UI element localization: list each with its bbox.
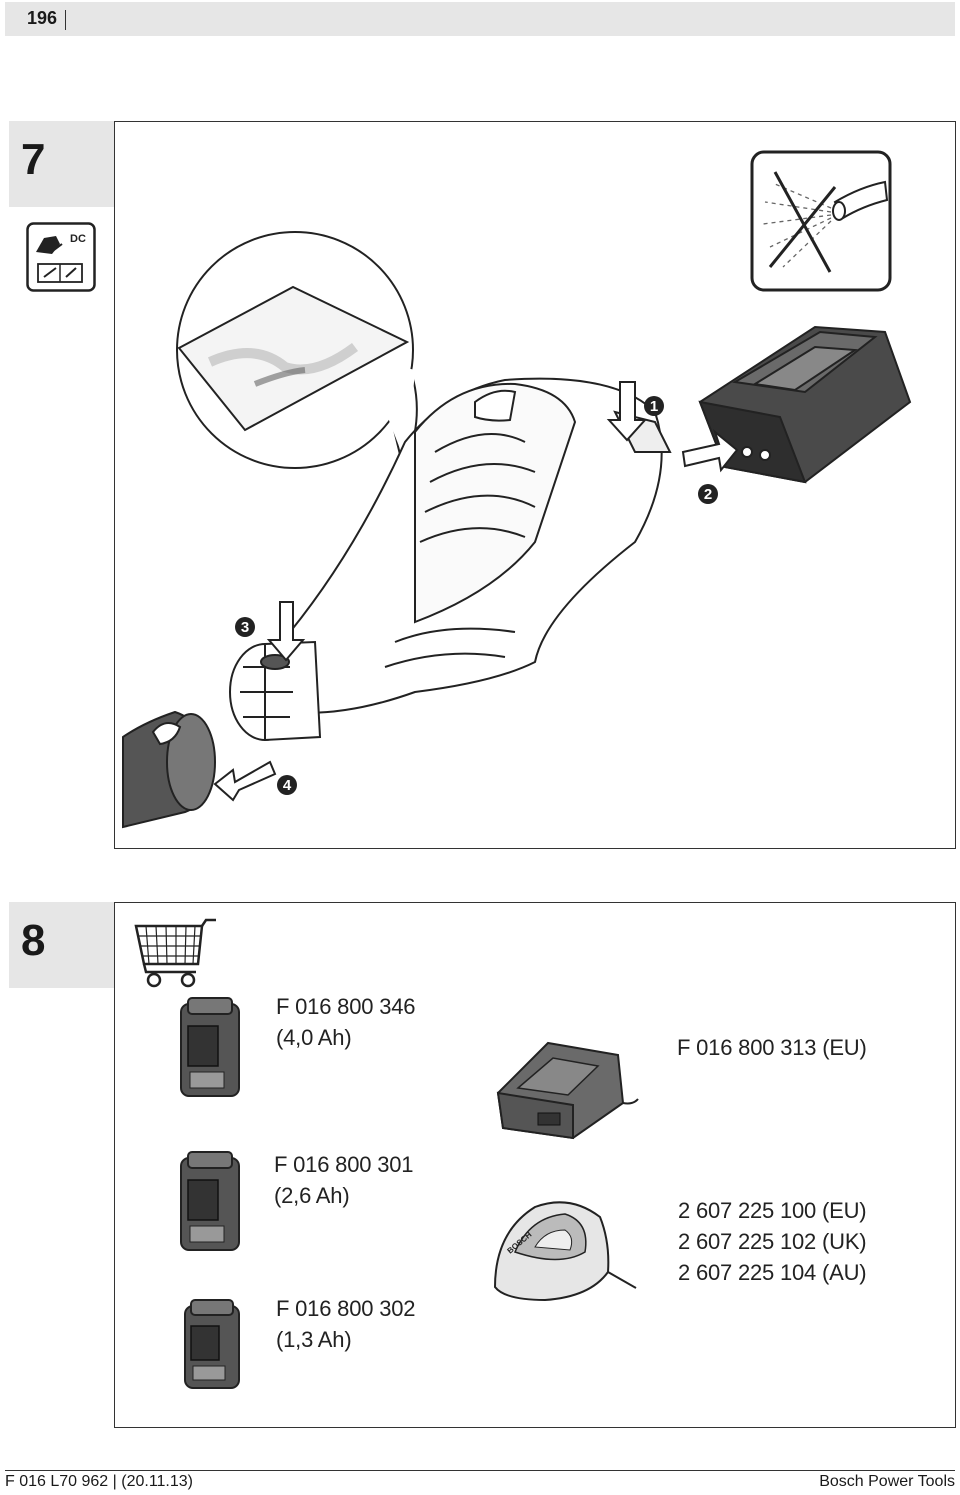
battery-2-6ah-label: F 016 800 301 (2,6 Ah) [274,1149,413,1211]
standard-charger-label: 2 607 225 100 (EU) 2 607 225 102 (UK) 2 … [678,1195,867,1288]
no-water-icon [750,150,892,292]
battery-1-3ah-image [184,1299,240,1389]
capacity: (4,0 Ah) [276,1025,352,1050]
part-number: F 016 800 301 [274,1152,414,1177]
battery-4ah-label: F 016 800 346 (4,0 Ah) [276,991,415,1053]
figure-8-panel [114,902,956,1428]
tool-nozzle [229,640,322,742]
figure-7-panel: 1 2 3 4 [114,121,956,849]
fast-charger-image [496,1041,639,1140]
blow-tube [122,710,216,829]
battery-2-6ah-image [180,1151,240,1251]
step-marker-4: 4 [283,777,292,794]
capacity: (2,6 Ah) [274,1183,350,1208]
dc-read-manual-icon: DC [26,222,96,292]
capacity: (1,3 Ah) [276,1327,352,1352]
section-number: 8 [21,916,46,965]
standard-charger-image: BOSCH [493,1201,637,1302]
magnified-cloth-detail [176,231,418,470]
step-marker-1: 1 [650,398,658,415]
part-number-uk: 2 607 225 102 (UK) [678,1229,867,1254]
part-number: F 016 800 346 [276,994,416,1019]
header-divider [65,10,66,30]
part-number-eu: 2 607 225 100 (EU) [678,1198,867,1223]
section-number: 7 [21,135,46,184]
step-markers: 1 2 3 4 [235,396,718,795]
battery-4ah-image [180,997,240,1097]
part-number: F 016 800 313 (EU) [677,1035,867,1060]
brand-footer: Bosch Power Tools [819,1473,955,1490]
page-header: 196 [5,2,955,36]
section-7-tab: 7 [9,121,114,207]
page-number: 196 [27,8,58,28]
dc-label: DC [70,233,86,245]
arrows [213,381,739,802]
fast-charger-label: F 016 800 313 (EU) [677,1032,867,1063]
figure-7-illustration: 1 2 3 4 [122,150,912,829]
section-8-tab: 8 [9,902,114,988]
document-reference: F 016 L70 962 | (20.11.13) [5,1473,193,1490]
step-marker-3: 3 [241,619,249,636]
battery-1-3ah-label: F 016 800 302 (1,3 Ah) [276,1293,415,1355]
part-number-au: 2 607 225 104 (AU) [678,1260,867,1285]
tool-body [289,377,672,714]
battery-pack [698,325,912,484]
step-marker-2: 2 [704,486,712,503]
footer-divider [5,1470,955,1471]
part-number: F 016 800 302 [276,1296,416,1321]
shopping-cart-icon [134,918,216,988]
